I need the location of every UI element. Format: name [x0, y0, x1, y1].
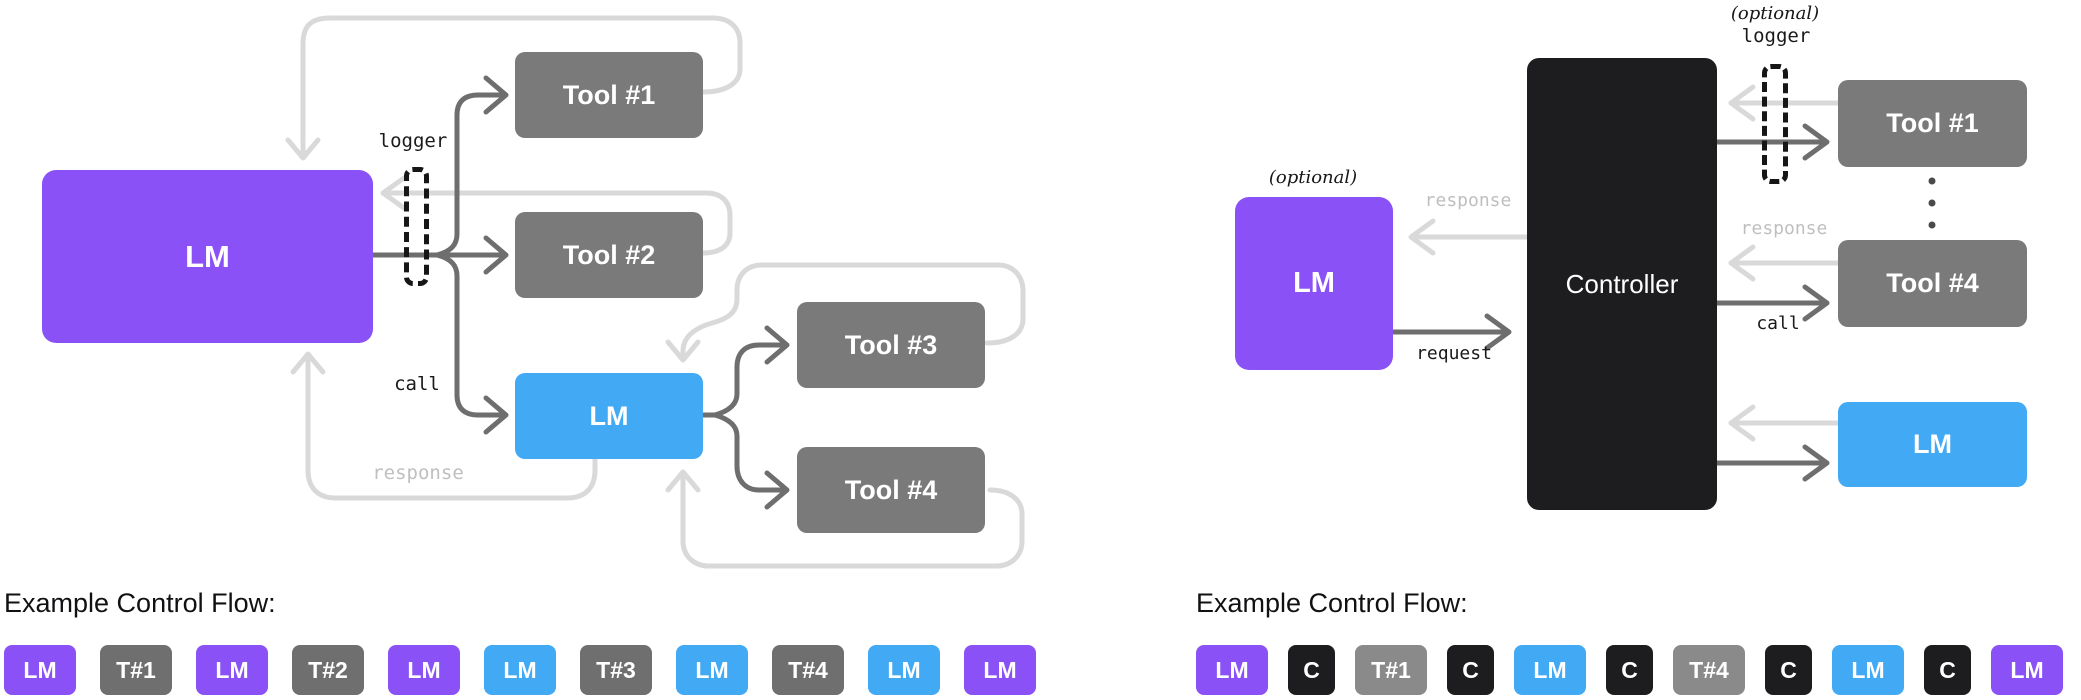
node-tool4: Tool #4: [797, 447, 985, 533]
flow-chip-lm: LM: [1196, 645, 1268, 695]
logger-tap-right: [1762, 64, 1788, 184]
request-label-right: request: [1416, 343, 1492, 364]
wire-tool3-response: [665, 262, 1026, 363]
wire-tool4-to-controller-response: [1728, 244, 1841, 282]
optional-label-lm: (optional): [1268, 167, 1358, 188]
flow-chip-lm: LM: [196, 645, 268, 695]
optional-label-logger: (optional): [1730, 3, 1820, 24]
wire-tool1-response: [285, 15, 743, 161]
node-tool3: Tool #3: [797, 302, 985, 388]
flow-chip-lm: LM: [676, 645, 748, 695]
flow-chip-c: C: [1924, 645, 1971, 695]
node-lm-sub: LM: [515, 373, 703, 459]
logger-label-left: logger: [378, 130, 448, 152]
node-lm-right: LM: [1235, 197, 1393, 370]
flow-chip-t2: T#2: [292, 645, 364, 695]
flow-chip-t4: T#4: [1673, 645, 1745, 695]
flow-chip-c: C: [1288, 645, 1335, 695]
response-label-tool-right: response: [1740, 218, 1828, 239]
wire-lmsub-fork-calls: [700, 325, 790, 510]
node-lm-main: LM: [42, 170, 373, 343]
flow-chips-left: LM T#1 LM T#2 LM LM T#3 LM T#4 LM LM: [4, 645, 1036, 695]
flow-chip-c: C: [1447, 645, 1494, 695]
flow-chip-lm: LM: [1514, 645, 1586, 695]
node-controller: Controller: [1527, 58, 1717, 510]
node-tool1-right: Tool #1: [1838, 80, 2027, 167]
flow-chip-t1: T#1: [100, 645, 172, 695]
flow-chip-lm: LM: [4, 645, 76, 695]
flow-chip-t1: T#1: [1355, 645, 1427, 695]
wire-controller-to-lm-response: [1408, 218, 1530, 256]
node-tool2: Tool #2: [515, 212, 703, 298]
wire-lmsub-response: [290, 351, 598, 501]
logger-label-right: logger: [1741, 25, 1811, 47]
wire-controller-call-tool1: [1714, 123, 1830, 161]
wire-tool2-response: [380, 175, 733, 256]
wire-lm-request: [1390, 313, 1512, 351]
flow-chip-lm: LM: [868, 645, 940, 695]
node-lm-blue-right: LM: [1838, 402, 2027, 487]
ellipsis-dots: [1928, 177, 1936, 229]
logger-tap-left: [404, 167, 429, 286]
flow-chip-c: C: [1606, 645, 1653, 695]
flow-chips-right: LM C T#1 C LM C T#4 C LM C LM: [1196, 645, 2063, 695]
flow-chip-t3: T#3: [580, 645, 652, 695]
flow-chip-t4: T#4: [772, 645, 844, 695]
response-label-left: response: [372, 462, 464, 484]
flow-heading-left: Example Control Flow:: [4, 588, 276, 618]
flow-chip-lm: LM: [1991, 645, 2063, 695]
wire-tool4-response: [665, 469, 1025, 569]
call-label-right: call: [1756, 313, 1800, 334]
wire-lmblue-to-controller-response: [1728, 404, 1841, 442]
flow-chip-lm: LM: [388, 645, 460, 695]
response-label-lm-right: response: [1424, 190, 1512, 211]
flow-chip-lm: LM: [1832, 645, 1904, 695]
node-tool1: Tool #1: [515, 52, 703, 138]
call-label-left: call: [394, 373, 440, 395]
flow-heading-right: Example Control Flow:: [1196, 588, 1468, 618]
flow-chip-lm: LM: [964, 645, 1036, 695]
node-tool4-right: Tool #4: [1838, 240, 2027, 327]
wire-controller-call-lmblue: [1714, 444, 1830, 482]
flow-chip-lm: LM: [484, 645, 556, 695]
flow-chip-c: C: [1765, 645, 1812, 695]
wire-controller-call-tool4: [1714, 284, 1830, 322]
